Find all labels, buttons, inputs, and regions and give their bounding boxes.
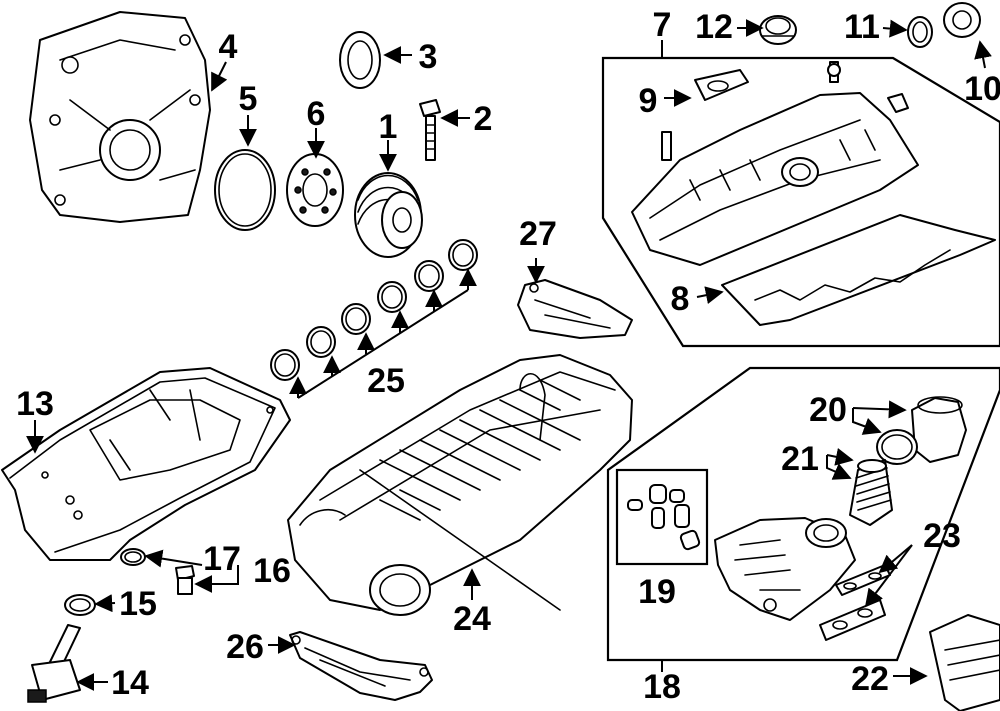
callout-20: 20 [809, 391, 847, 429]
oil-cooler-part [929, 614, 1000, 711]
callout-16: 16 [253, 552, 291, 590]
callout-6: 6 [307, 95, 326, 133]
gasket-kit-box [615, 468, 709, 566]
callout-7: 7 [653, 6, 672, 44]
small-gasket-part [694, 69, 749, 101]
callout-5: 5 [239, 80, 258, 118]
callout-9: 9 [639, 82, 658, 120]
callout-17: 17 [203, 540, 241, 578]
callout-27: 27 [519, 215, 557, 253]
oil-level-sensor-part [27, 624, 81, 703]
callout-14: 14 [111, 664, 149, 702]
callout-26: 26 [226, 628, 264, 666]
filter-cap-part [911, 396, 967, 463]
oil-pan-part [1, 367, 291, 561]
bracket-upper-part [517, 279, 633, 339]
oil-filter-group-box [606, 366, 1000, 662]
valve-cover-group-box [601, 56, 1000, 348]
callout-3: 3 [419, 38, 438, 76]
callout-labels: 1 2 3 4 5 6 7 8 9 10 11 12 13 14 15 16 1… [16, 6, 1000, 706]
sensor-wheel-part [286, 153, 344, 227]
callout-24: 24 [453, 600, 491, 638]
callout-21: 21 [781, 440, 819, 478]
callout-23: 23 [923, 517, 961, 555]
bracket-lower-part [289, 631, 433, 701]
timing-cover-part [29, 11, 211, 223]
callout-18: 18 [643, 668, 681, 706]
callout-4: 4 [219, 28, 238, 66]
callout-10: 10 [964, 70, 1000, 108]
valve-cover-part [631, 61, 919, 266]
cap-seal-part [907, 16, 933, 48]
ring-seals-leader [289, 268, 477, 399]
callout-1: 1 [379, 108, 398, 146]
drain-plug-part [175, 565, 195, 595]
oil-filter-housing-part [714, 517, 856, 621]
filter-cap-seal-part [876, 429, 918, 465]
callout-8: 8 [671, 280, 690, 318]
callout-2: 2 [474, 100, 493, 138]
ring-seals-part [270, 239, 478, 381]
shaft-seal-part [339, 31, 381, 89]
seal-ring-part [214, 149, 276, 231]
filler-cap-part [759, 15, 797, 45]
callout-25: 25 [367, 362, 405, 400]
sensor-seal-part [64, 594, 96, 616]
vent-valve-part [943, 2, 981, 38]
oil-filter-element-part [849, 459, 893, 526]
callout-13: 13 [16, 385, 54, 423]
valve-cover-gasket-part [721, 214, 996, 326]
gasket-kit-part [627, 484, 701, 551]
drain-seal-part [120, 548, 146, 566]
bolt-part [419, 99, 441, 161]
housing-gaskets-part [819, 564, 891, 641]
callout-12: 12 [695, 8, 733, 46]
intake-manifold-part [287, 354, 633, 616]
leader-lines [26, 19, 992, 691]
callout-19: 19 [638, 573, 676, 611]
vibration-damper-part [354, 172, 423, 258]
callout-11: 11 [844, 8, 880, 46]
callout-22: 22 [851, 660, 889, 698]
callout-15: 15 [119, 585, 157, 623]
